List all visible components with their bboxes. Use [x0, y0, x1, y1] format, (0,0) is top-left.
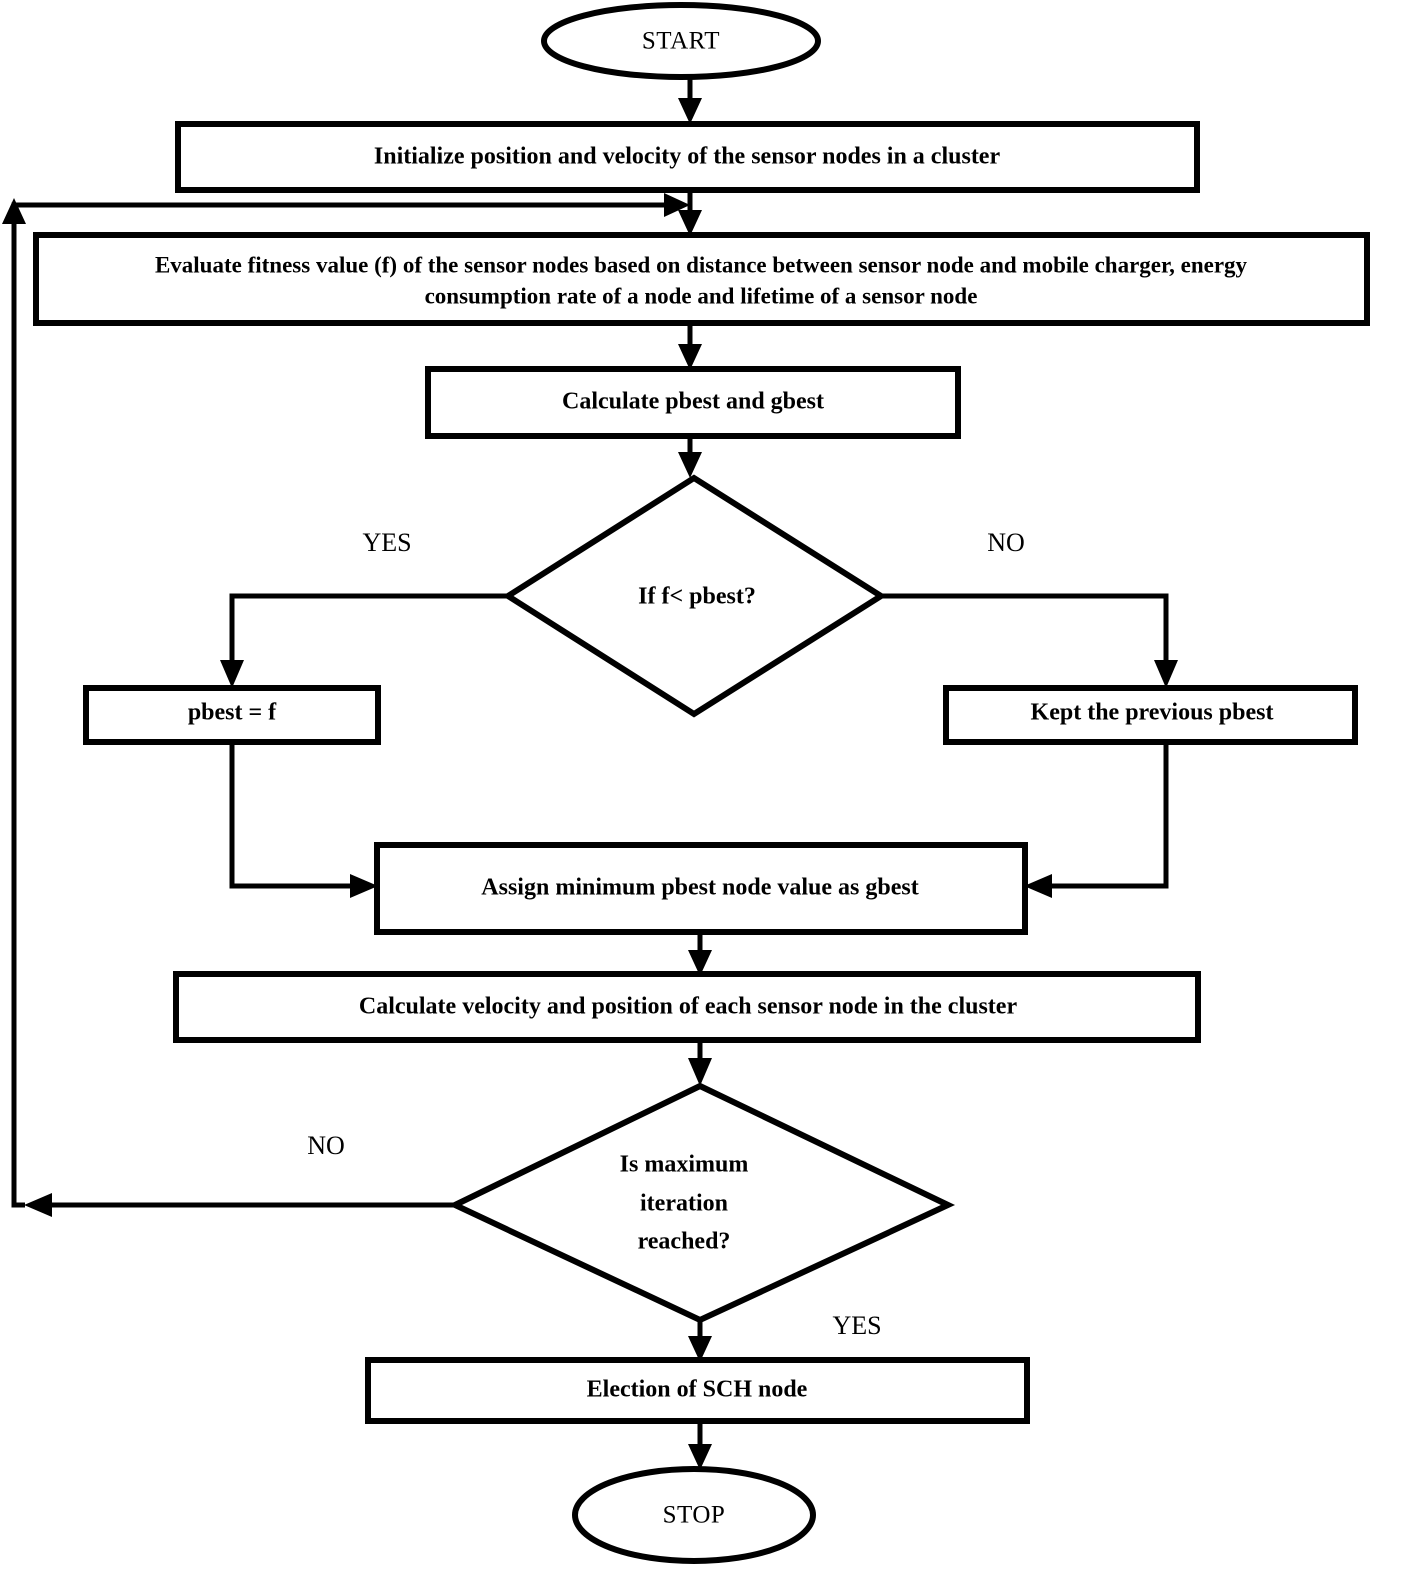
node-decision-iteration[interactable]: Is maximum iteration reached?: [448, 1082, 956, 1324]
connector-decision1-yes: [220, 593, 508, 688]
node-decision-iteration-label-line1: Is maximum: [620, 1152, 749, 1178]
connector-velocity-to-decision2: [688, 1040, 712, 1086]
connector-assign-to-velocity: [688, 932, 712, 976]
node-calculate-pbest-gbest-label: Calculate pbest and gbest: [562, 389, 824, 415]
connector-initialize-to-evaluate: [678, 190, 702, 236]
connector-keptpbest-to-assign: [1024, 741, 1169, 898]
node-decision-iteration-label-line3: reached?: [638, 1229, 731, 1255]
node-decision-pbest-label: If f< pbest?: [638, 584, 756, 610]
connector-calcbest-to-decision1: [678, 436, 702, 478]
node-stop[interactable]: STOP: [572, 1466, 816, 1564]
node-initialize[interactable]: Initialize position and velocity of the …: [175, 121, 1200, 193]
node-pbest-assign[interactable]: pbest = f: [83, 685, 381, 745]
connector-decision2-yes: [688, 1320, 712, 1362]
node-election-label: Election of SCH node: [587, 1377, 808, 1403]
node-decision-pbest[interactable]: If f< pbest?: [502, 474, 887, 718]
node-calculate-velocity-label: Calculate velocity and position of each …: [359, 994, 1018, 1020]
connector-start-to-initialize: [678, 76, 702, 124]
node-assign-gbest[interactable]: Assign minimum pbest node value as gbest: [374, 842, 1028, 935]
connector-election-to-stop: [688, 1420, 712, 1470]
node-start[interactable]: START: [541, 2, 821, 80]
node-election[interactable]: Election of SCH node: [365, 1357, 1030, 1424]
node-evaluate-fitness-label-line2: consumption rate of a node and lifetime …: [425, 283, 978, 308]
node-pbest-keep-label: Kept the previous pbest: [1031, 700, 1274, 726]
node-initialize-label: Initialize position and velocity of the …: [374, 144, 1001, 170]
branch-label-iteration-no: NO: [307, 1131, 345, 1160]
connector-decision2-no: [24, 1193, 455, 1217]
node-calculate-velocity[interactable]: Calculate velocity and position of each …: [173, 971, 1201, 1043]
node-decision-iteration-label-line2: iteration: [640, 1191, 728, 1217]
branch-label-pbest-no: NO: [987, 528, 1025, 557]
node-evaluate-fitness[interactable]: Evaluate fitness value (f) of the sensor…: [33, 232, 1370, 326]
connector-feedback-loop: [2, 193, 690, 1208]
node-pbest-keep[interactable]: Kept the previous pbest: [943, 685, 1358, 745]
connector-pbest-to-assign: [229, 741, 378, 898]
node-assign-gbest-label: Assign minimum pbest node value as gbest: [481, 875, 918, 901]
connector-evaluate-to-calcbest: [678, 323, 702, 370]
connector-decision1-no: [881, 593, 1178, 688]
node-pbest-assign-label: pbest = f: [188, 700, 277, 726]
node-start-label: START: [642, 28, 720, 55]
node-evaluate-fitness-label-line1: Evaluate fitness value (f) of the sensor…: [155, 252, 1248, 277]
branch-label-pbest-yes: YES: [362, 528, 411, 557]
node-stop-label: STOP: [663, 1502, 726, 1529]
node-calculate-pbest-gbest[interactable]: Calculate pbest and gbest: [425, 366, 961, 439]
branch-label-iteration-yes: YES: [832, 1311, 881, 1340]
